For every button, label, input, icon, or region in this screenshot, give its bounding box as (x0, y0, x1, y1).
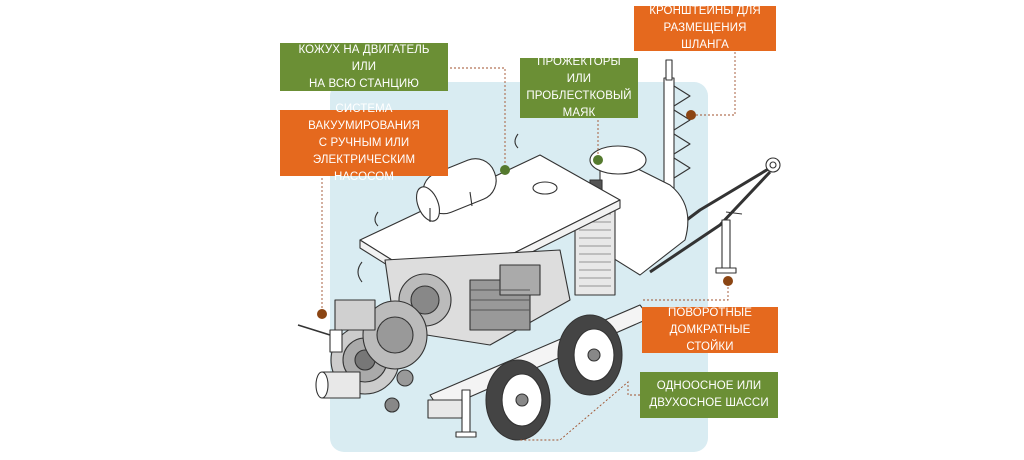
leader-lines (321, 52, 736, 441)
fuel-tank (589, 145, 689, 276)
callout-hood-text: КОЖУХ НА ДВИГАТЕЛЬ ИЛИ НА ВСЮ СТАНЦИЮ (298, 43, 430, 90)
vacuum-pump-handle (297, 324, 343, 353)
callout-jacks-text: ПОВОРОТНЫЕ ДОМКРАТНЫЕ СТОЙКИ (668, 306, 752, 353)
callout-brackets-text: КРОНШТЕЙНЫ ДЛЯ РАЗМЕЩЕНИЯ ШЛАНГА (649, 5, 761, 51)
wheel-front (485, 359, 551, 441)
suction-pipe (315, 369, 463, 419)
callout-chassis: ОДНООСНОЕ ИЛИ ДВУХОСНОЕ ШАССИ (640, 372, 778, 418)
wheel-rear (557, 314, 623, 396)
callout-vacuum-system: СИСТЕМА ВАКУУМИРОВАНИЯ С РУЧНЫМ ИЛИ ЭЛЕК… (280, 103, 448, 183)
callout-lights: ПРОЖЕКТОРЫ ИЛИ ПРОБЛЕСТКОВЫЙ МАЯК (520, 56, 638, 119)
marker-dots (317, 110, 733, 319)
callout-lights-text: ПРОЖЕКТОРЫ ИЛИ ПРОБЛЕСТКОВЫЙ МАЯК (526, 56, 632, 119)
lifting-hooks (357, 133, 519, 283)
hose-bracket (663, 59, 691, 199)
callout-jack-stands: ПОВОРОТНЫЕ ДОМКРАТНЫЕ СТОЙКИ (642, 307, 778, 353)
callout-hood: КОЖУХ НА ДВИГАТЕЛЬ ИЛИ НА ВСЮ СТАНЦИЮ (280, 43, 448, 91)
callout-chassis-text: ОДНООСНОЕ ИЛИ ДВУХОСНОЕ ШАССИ (649, 380, 769, 409)
callout-vacuum-text: СИСТЕМА ВАКУУМИРОВАНИЯ С РУЧНЫМ ИЛИ ЭЛЕК… (308, 102, 420, 183)
jack-stand-rear (715, 211, 743, 274)
callout-hose-brackets: КРОНШТЕЙНЫ ДЛЯ РАЗМЕЩЕНИЯ ШЛАНГА (634, 5, 776, 51)
